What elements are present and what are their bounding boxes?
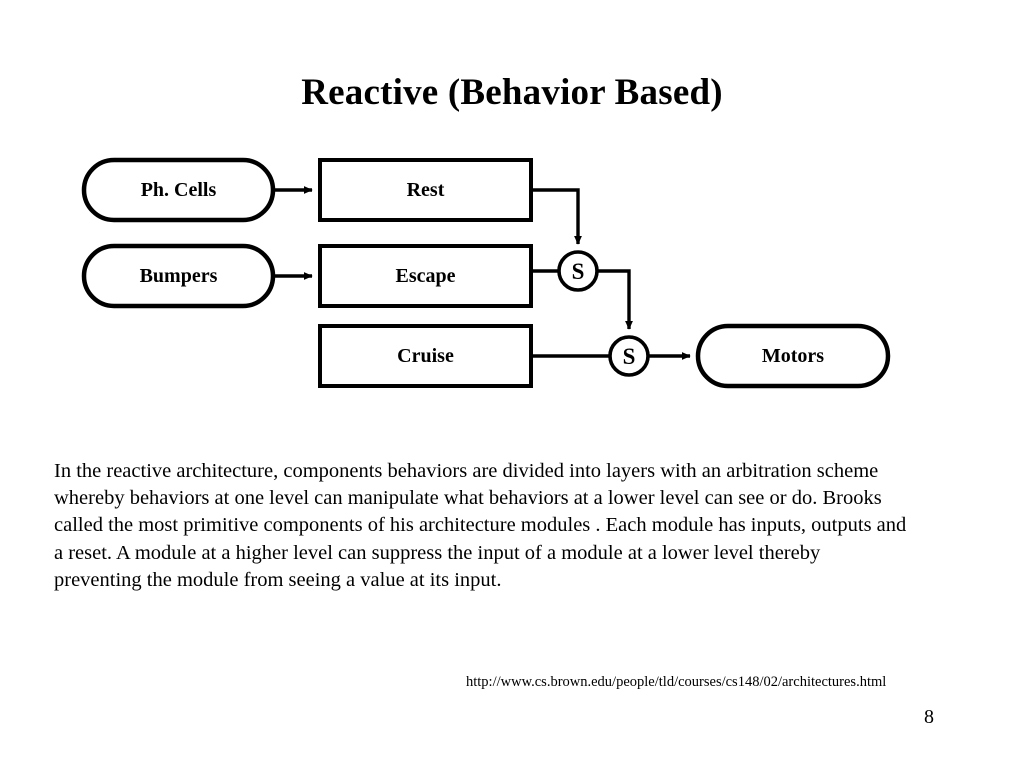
node-escape-label: Escape: [395, 265, 456, 287]
node-cruise-label: Cruise: [397, 345, 454, 367]
node-suppressor-2-label: S: [622, 343, 636, 369]
node-rest-label: Rest: [406, 179, 445, 201]
node-bumpers-label: Bumpers: [139, 265, 218, 287]
edge-rest-to-suppressor1: [531, 188, 582, 245]
node-motors-label: Motors: [761, 345, 825, 367]
source-url-text: http://www.cs.brown.edu/people/tld/cours…: [466, 674, 887, 690]
page-title: Reactive (Behavior Based): [301, 71, 723, 113]
body-paragraph: In the reactive architecture, components…: [54, 459, 907, 592]
node-suppressor-1-label: S: [571, 258, 585, 284]
page-number: 8: [924, 706, 934, 728]
node-ph-cells-label: Ph. Cells: [140, 179, 217, 201]
edge-suppressor1-to-suppressor2: [597, 269, 633, 330]
